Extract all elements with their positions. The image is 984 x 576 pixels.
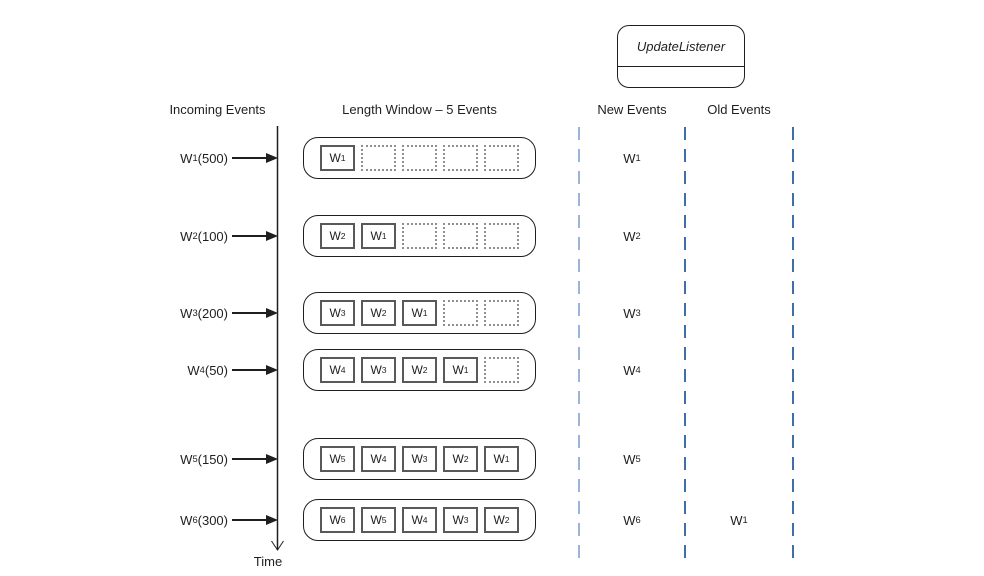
window-slot-empty (484, 223, 519, 249)
header-new-events: New Events (597, 102, 667, 117)
event-value: (500) (197, 150, 228, 166)
header-old-events: Old Events (707, 102, 771, 117)
arrow-right-icon (232, 215, 278, 257)
window-slot-empty (484, 357, 519, 383)
event-name: W (180, 150, 193, 166)
dashed-separator-middle (684, 127, 686, 558)
window-slot-empty (443, 300, 478, 326)
arrow-right-icon (232, 499, 278, 541)
window-slot-empty (443, 145, 478, 171)
header-length-window: Length Window – 5 Events (342, 102, 497, 117)
dashed-separator-right (792, 127, 794, 558)
old-event-label (685, 215, 793, 257)
window-slot-empty (484, 145, 519, 171)
arrow-right-icon (232, 438, 278, 480)
update-listener-label: UpdateListener (618, 26, 744, 67)
dashed-separator-left (578, 127, 580, 558)
update-listener-box: UpdateListener (617, 25, 745, 88)
window-slot-empty (361, 145, 396, 171)
time-axis-icon (271, 126, 284, 551)
window-slot-empty (484, 300, 519, 326)
arrow-right-icon (232, 349, 278, 391)
window-slot-empty (402, 223, 437, 249)
time-axis-label: Time (253, 554, 283, 569)
header-incoming-events: Incoming Events (169, 102, 266, 117)
old-event-label (685, 137, 793, 179)
old-event-label (685, 438, 793, 480)
arrow-right-icon (232, 292, 278, 334)
old-event-label (685, 349, 793, 391)
old-event-label (685, 292, 793, 334)
window-slot-empty (402, 145, 437, 171)
window-slot-empty (443, 223, 478, 249)
arrow-right-icon (232, 137, 278, 179)
